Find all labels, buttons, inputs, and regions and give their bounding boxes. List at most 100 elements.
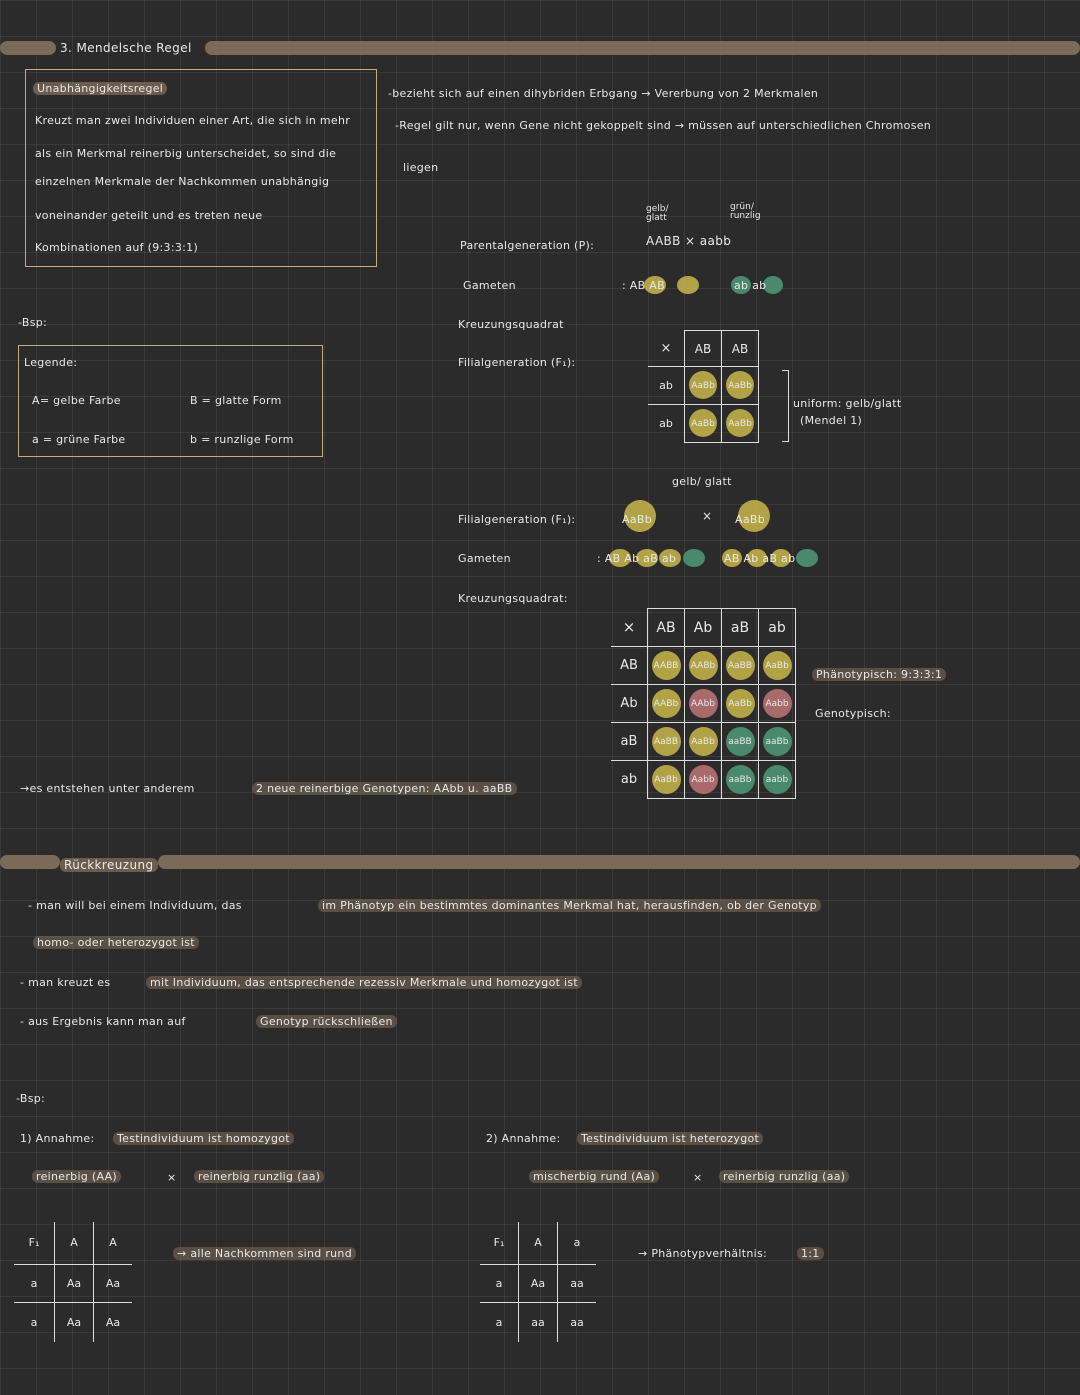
red-dot (689, 765, 718, 794)
rk-line-3b: mit Individuum, das entsprechende rezess… (146, 976, 583, 989)
green-dot (763, 765, 792, 794)
legend-box (18, 345, 323, 457)
gamete-dot (609, 549, 631, 567)
table-row-header: a (480, 1264, 519, 1303)
p-label-yellow: gelb/ glatt (646, 204, 669, 223)
grid-cell: Aabb (758, 684, 796, 723)
grid-row-header: Ab (611, 684, 648, 723)
phaenotyp-ratio: Phänotypisch: 9:3:3:1 (812, 668, 947, 681)
case2-x: × (693, 1171, 703, 1184)
yellow-dot (689, 727, 718, 756)
red-dot (763, 689, 792, 718)
green-dot (726, 765, 755, 794)
case2-right: reinerbig runzlig (aa) (719, 1170, 850, 1183)
parental-label: Parentalgeneration (P): (460, 239, 595, 252)
rk-line-1a: - man will bei einem Individuum, das (28, 899, 242, 912)
table-cell: Aa (518, 1264, 558, 1303)
case1-table: F₁ A A a Aa Aa a Aa Aa (14, 1222, 132, 1342)
legend-item-2: B = glatte Form (190, 394, 282, 407)
green-dot (726, 727, 755, 756)
yellow-dot (652, 689, 681, 718)
uniform-label: uniform: gelb/glatt (793, 397, 902, 410)
kreuzung-label-2: Kreuzungsquadrat: (458, 592, 568, 605)
table-row-header: a (495, 1315, 503, 1329)
red-dot (689, 689, 718, 718)
table-cell: Aa (54, 1302, 94, 1342)
grid-cell: AaBb (758, 646, 796, 685)
table-cell: aa (557, 1264, 596, 1303)
grid-col-header: ab (758, 608, 796, 647)
table-row-header: a (30, 1315, 38, 1329)
table-col-header: a (557, 1222, 596, 1265)
gamete-dot (747, 549, 767, 567)
p-label-green: grün/ runzlig (730, 202, 761, 221)
table-row-header: a (14, 1264, 55, 1303)
table-corner: F₁ (14, 1222, 55, 1265)
gameten-values-1b: ab ab (734, 279, 767, 292)
grid-col-header: Ab (684, 608, 722, 647)
note-line-2: -Regel gilt nur, wenn Gene nicht gekoppe… (395, 119, 932, 132)
grid-corner: × (648, 330, 685, 367)
grid-cell: aaBb (758, 722, 796, 761)
genotyp-label: Genotypisch: (815, 707, 891, 720)
gameten-values-2b: AB Ab aB ab (724, 552, 796, 565)
gamete-dot (636, 549, 658, 567)
table-col-header: A (93, 1222, 132, 1265)
grid-row-header: AB (611, 646, 648, 685)
grid-cell: AaBb (684, 404, 722, 443)
rule-name: Unabhängigkeitsregel (33, 82, 168, 95)
gamete-dot (763, 276, 783, 294)
gameten-values-2: : AB Ab aB ab (597, 552, 677, 565)
table-cell: aa (518, 1302, 558, 1342)
grid-cell: AaBB (647, 722, 685, 761)
yellow-dot (726, 409, 754, 437)
bracket (782, 370, 789, 442)
gamete-dot (796, 549, 818, 567)
case1-result: → alle Nachkommen sind rund (173, 1247, 356, 1260)
header-bar-left-2 (0, 855, 60, 869)
table-col-header: A (518, 1222, 558, 1265)
case1-right: reinerbig runzlig (aa) (194, 1170, 325, 1183)
yellow-dot (652, 765, 681, 794)
table-cell: Aa (93, 1264, 132, 1303)
yellow-dot (738, 500, 770, 532)
gelb-glatt-label: gelb/ glatt (672, 475, 732, 488)
rk-line-3a: - man kreuzt es (20, 976, 111, 989)
grid-row-header: ab (648, 404, 685, 443)
rk-line-2: homo- oder heterozygot ist (33, 936, 199, 949)
f1-cross-x: × (702, 509, 713, 523)
grid-corner: × (611, 608, 648, 647)
case1-title-a: 1) Annahme: (20, 1132, 95, 1145)
f1-cross-a: AaBb (622, 513, 652, 526)
grid-cell: aaBb (721, 760, 759, 799)
grid-cell: AaBB (721, 646, 759, 685)
table-cell: Aa (54, 1264, 94, 1303)
grid-row-header: ab (648, 366, 685, 405)
case2-title-a: 2) Annahme: (486, 1132, 561, 1145)
case2-title-b: Testindividuum ist heterozygot (577, 1132, 764, 1145)
rk-line-4a: - aus Ergebnis kann man auf (20, 1015, 186, 1028)
filial-label-1: Filialgeneration (F₁): (458, 356, 576, 369)
grid-col-header: AB (684, 330, 722, 367)
gameten-values-1: : AB AB (622, 279, 665, 292)
legend-item-4: b = runzlige Form (190, 433, 294, 446)
case2-result-b: 1:1 (797, 1247, 824, 1260)
grid-cell: aabb (758, 760, 796, 799)
grid-cell: AABb (684, 646, 722, 685)
case2-table: F₁ A a a Aa aa a aa aa (480, 1222, 596, 1342)
case1-left: reinerbig (AA) (32, 1170, 122, 1183)
gamete-dot (731, 276, 751, 294)
rk-line-1b: im Phänotyp ein bestimmtes dominantes Me… (318, 899, 821, 912)
grid-cell: AAbb (684, 684, 722, 723)
f1-punnett-square: × AB AB ab AaBb AaBb ab AaBb AaBb (648, 330, 759, 443)
bsp-label-2: -Bsp: (16, 1092, 46, 1105)
gamete-dot (677, 276, 699, 294)
yellow-dot (652, 651, 681, 680)
table-col-header: A (54, 1222, 94, 1265)
gamete-dot (683, 549, 705, 567)
gamete-dot (659, 549, 681, 567)
grid-col-header: aB (721, 608, 759, 647)
bsp-label: -Bsp: (18, 316, 48, 329)
grid-cell: Aabb (684, 760, 722, 799)
table-cell: aa (557, 1302, 596, 1342)
